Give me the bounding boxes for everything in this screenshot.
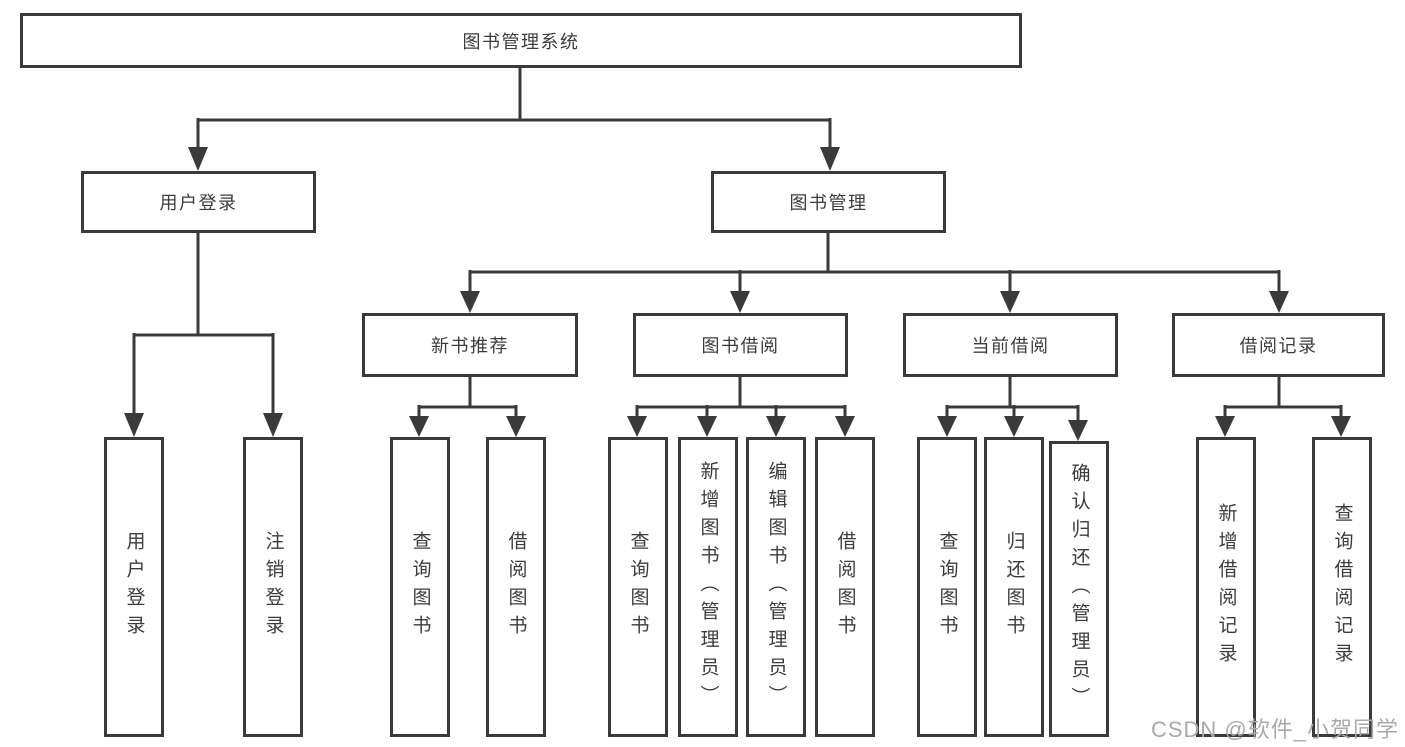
leaf-edit-book-admin: 编辑图书（管理员） bbox=[746, 437, 806, 737]
node-book-management: 图书管理 bbox=[711, 171, 946, 233]
node-root: 图书管理系统 bbox=[20, 13, 1022, 68]
leaf-confirm-return-admin: 确认归还（管理员） bbox=[1049, 441, 1109, 737]
node-book-borrow: 图书借阅 bbox=[633, 313, 848, 377]
leaf-query-books-recommend: 查询图书 bbox=[390, 437, 450, 737]
leaf-query-books-current: 查询图书 bbox=[917, 437, 977, 737]
node-new-book-recommend: 新书推荐 bbox=[362, 313, 578, 377]
node-user-login: 用户登录 bbox=[81, 171, 316, 233]
node-borrow-records: 借阅记录 bbox=[1172, 313, 1385, 377]
leaf-query-borrow-record: 查询借阅记录 bbox=[1312, 437, 1372, 737]
csdn-watermark: CSDN @软件_小贺同学 bbox=[1150, 717, 1399, 742]
leaf-borrow-books-borrow: 借阅图书 bbox=[815, 437, 875, 737]
leaf-return-books: 归还图书 bbox=[984, 437, 1044, 737]
leaf-borrow-books-recommend: 借阅图书 bbox=[486, 437, 546, 737]
leaf-logout: 注销登录 bbox=[243, 437, 303, 737]
leaf-add-borrow-record: 新增借阅记录 bbox=[1196, 437, 1256, 737]
node-current-borrow: 当前借阅 bbox=[903, 313, 1118, 377]
leaf-query-books-borrow: 查询图书 bbox=[608, 437, 668, 737]
leaf-add-book-admin: 新增图书（管理员） bbox=[678, 437, 738, 737]
leaf-user-login: 用户登录 bbox=[104, 437, 164, 737]
